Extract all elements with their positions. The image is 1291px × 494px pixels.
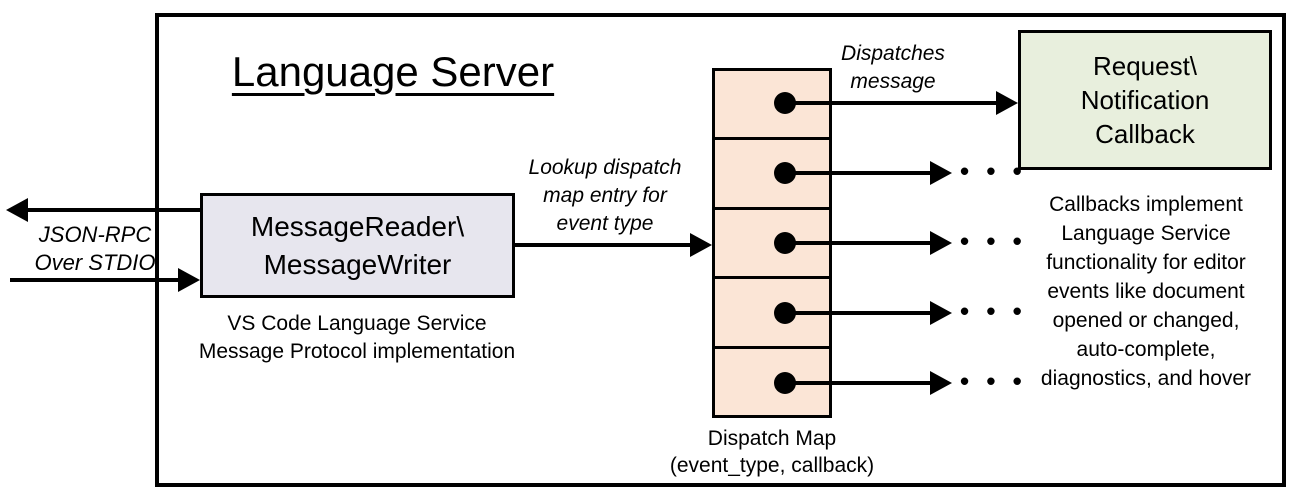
callbacks-note-line7: diagnostics, and hover xyxy=(1040,367,1252,390)
ellipsis-5: • • • xyxy=(960,366,1027,396)
dispatch-arrow-2-head-icon xyxy=(930,161,952,185)
dispatch-arrow-2-line xyxy=(785,171,930,175)
stdio-out-arrow-line xyxy=(28,208,200,212)
dispatch-cell-4 xyxy=(715,279,829,349)
lookup-arrowhead-icon xyxy=(690,233,712,257)
dispatch-arrow-4-head-icon xyxy=(930,301,952,325)
json-rpc-stdio-label-line1: JSON-RPC xyxy=(38,222,152,247)
dispatch-arrow-5-line xyxy=(785,381,930,385)
message-box-caption-line1: VS Code Language Service xyxy=(227,312,487,335)
callbacks-note-line3: functionality for editor xyxy=(1046,251,1246,274)
dispatch-arrow-1-line xyxy=(785,101,996,105)
callbacks-note-line2: Language Service xyxy=(1061,222,1231,245)
language-server-outer-box xyxy=(155,13,1286,487)
dispatches-message-label-line1: Dispatches xyxy=(841,42,945,65)
lookup-dispatch-label: Lookup dispatch map entry for event type xyxy=(515,154,695,238)
message-box-caption: VS Code Language Service Message Protoco… xyxy=(197,310,517,366)
json-rpc-stdio-label: JSON-RPC Over STDIO xyxy=(25,221,165,277)
callbacks-note: Callbacks implement Language Service fun… xyxy=(1016,190,1276,393)
lookup-dispatch-label-line2: map entry for xyxy=(543,184,667,207)
diagram-title: Language Server xyxy=(231,48,555,95)
lookup-arrow-line xyxy=(515,243,690,247)
request-notification-callback-box: Request\ Notification Callback xyxy=(1018,30,1272,170)
dispatch-map-label-line1: Dispatch Map xyxy=(707,427,837,450)
lookup-dispatch-label-line3: event type xyxy=(556,212,654,235)
dispatch-cell-2 xyxy=(715,140,829,210)
message-readerwriter-line2: MessageWriter xyxy=(263,248,452,280)
dispatch-arrow-1-head-icon xyxy=(996,91,1018,115)
dispatch-arrow-4-line xyxy=(785,311,930,315)
stdio-in-arrow-line xyxy=(10,278,178,282)
message-box-caption-line2: Message Protocol implementation xyxy=(198,340,516,363)
callbacks-note-line1: Callbacks implement xyxy=(1049,193,1243,216)
dispatch-arrow-3-head-icon xyxy=(930,231,952,255)
callbacks-note-line5: opened or changed, xyxy=(1052,309,1240,332)
dispatch-cell-3 xyxy=(715,210,829,280)
stdio-in-arrowhead-icon xyxy=(178,268,200,292)
dispatch-cell-1 xyxy=(715,71,829,141)
dispatch-map-label: Dispatch Map (event_type, callback) xyxy=(652,425,892,479)
dispatches-message-label-line2: message xyxy=(850,70,936,93)
callbacks-note-line6: auto-complete, xyxy=(1076,338,1216,361)
message-readerwriter-box: MessageReader\ MessageWriter xyxy=(200,193,515,298)
stdio-out-arrowhead-icon xyxy=(6,198,28,222)
callback-box-line2: Notification xyxy=(1080,85,1210,115)
json-rpc-stdio-label-line2: Over STDIO xyxy=(34,250,156,275)
ellipsis-2: • • • xyxy=(960,156,1027,186)
dispatch-arrow-5-head-icon xyxy=(930,371,952,395)
dispatch-map-label-line2: (event_type, callback) xyxy=(669,454,875,477)
ellipsis-4: • • • xyxy=(960,296,1027,326)
ellipsis-3: • • • xyxy=(960,226,1027,256)
dispatch-arrow-3-line xyxy=(785,241,930,245)
dispatches-message-label: Dispatches message xyxy=(833,40,953,96)
callbacks-note-line4: events like document xyxy=(1047,280,1245,303)
message-readerwriter-line1: MessageReader\ xyxy=(250,210,465,242)
callback-box-line1: Request\ xyxy=(1092,51,1198,81)
callback-box-line3: Callback xyxy=(1095,119,1195,149)
lookup-dispatch-label-line1: Lookup dispatch xyxy=(528,156,682,179)
